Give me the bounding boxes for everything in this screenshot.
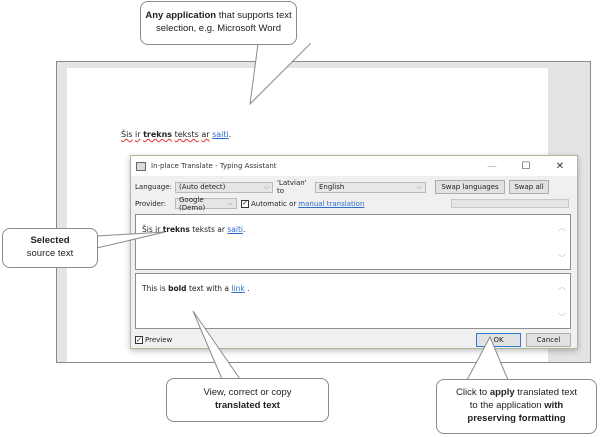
close-button[interactable]: ✕ [555, 160, 565, 172]
target-language-value: English [319, 183, 345, 191]
doc-word: ir [135, 130, 141, 139]
automatic-checkbox[interactable]: ✓ [241, 199, 249, 208]
source-language-value: (Auto detect) [179, 183, 226, 191]
translated-text: This is bold text with a link . [142, 284, 249, 293]
language-label: Language: [135, 183, 172, 191]
callout-text: that supports text [216, 10, 292, 22]
callout-text: Click to [456, 387, 490, 399]
provider-value: Google (Demo) [179, 195, 206, 212]
preview-checkbox[interactable]: ✓ [135, 335, 143, 344]
preview-label: Preview [145, 336, 173, 344]
translated-text-box[interactable]: This is bold text with a link . ︿ ﹀ [135, 273, 571, 329]
in-place-translate-dialog: In-place Translate - Typing Assistant — … [130, 155, 578, 349]
swap-languages-button[interactable]: Swap languages [435, 180, 505, 194]
callout-text: selection, e.g. Microsoft Word [156, 23, 281, 34]
callout-bold-text: Any application [145, 10, 217, 22]
minimize-button[interactable]: — [487, 160, 497, 172]
doc-period: . [228, 130, 232, 139]
callout-bold-text: apply [489, 387, 515, 399]
callout-bold-text: translated text [215, 400, 280, 411]
translated-text-plain: text with a [186, 284, 232, 293]
callout-bold-text: with [544, 400, 564, 412]
translated-text-bold: bold [168, 284, 187, 293]
doc-bold-word: trekns [143, 130, 173, 139]
source-text-plain: Šis ir [142, 225, 163, 234]
ok-button[interactable]: OK [476, 333, 521, 347]
manual-translation-link[interactable]: manual translation [298, 199, 365, 208]
doc-word: Šis [121, 130, 133, 139]
provider-label: Provider: [135, 199, 167, 208]
cancel-button[interactable]: Cancel [526, 333, 571, 347]
callout-bold-text: preserving formatting [467, 412, 566, 424]
automatic-label: Automatic or [251, 199, 297, 208]
chevron-down-icon: ⌵ [416, 182, 422, 191]
callout-text: View, correct or copy [203, 387, 292, 399]
chevron-down-icon: ⌵ [227, 199, 233, 207]
dialog-titlebar[interactable]: In-place Translate - Typing Assistant — … [131, 156, 577, 176]
scroll-up-icon[interactable]: ︿ [558, 282, 566, 291]
swap-all-button[interactable]: Swap all [509, 180, 549, 194]
callout-bold-text: Selected [30, 235, 70, 247]
translated-text-plain: This is [142, 284, 169, 293]
source-language-select[interactable]: (Auto detect) ⌵ [175, 181, 273, 193]
callout-any-application: Any application that supports text selec… [140, 1, 297, 45]
callout-translated-text: View, correct or copy translated text [166, 378, 329, 422]
callout-text: to the application [469, 400, 545, 412]
source-text-plain: teksts ar [189, 225, 228, 234]
doc-word: teksts [174, 130, 199, 139]
doc-word: ar [201, 130, 210, 139]
callout-apply-translation: Click to apply translated text to the ap… [436, 379, 597, 434]
callout-text: translated text [514, 387, 577, 399]
callout-text: source text [26, 248, 74, 259]
chevron-down-icon: ⌵ [263, 182, 269, 191]
callout-selected-source: Selected source text [2, 228, 98, 268]
document-text[interactable]: Šis ir trekns teksts ar saiti. [121, 130, 231, 139]
source-text-end: . [242, 225, 246, 234]
detected-language-label: 'Latvian' to [277, 179, 307, 195]
source-text-link[interactable]: saiti [227, 225, 243, 234]
translation-progress-bar [451, 199, 569, 208]
dialog-title: In-place Translate - Typing Assistant [151, 162, 277, 170]
maximize-button[interactable]: ☐ [521, 160, 531, 172]
source-text: Šis ir trekns teksts ar saiti. [142, 225, 245, 234]
translated-text-end: . [244, 284, 250, 293]
source-text-bold: trekns [162, 225, 190, 234]
target-language-select[interactable]: English ⌵ [315, 181, 426, 193]
provider-select[interactable]: Google (Demo) ⌵ [175, 195, 237, 212]
source-text-box[interactable]: Šis ir trekns teksts ar saiti. ︿ ﹀ [135, 214, 571, 270]
scroll-down-icon[interactable]: ﹀ [558, 313, 566, 322]
scroll-up-icon[interactable]: ︿ [558, 223, 566, 232]
scroll-down-icon[interactable]: ﹀ [558, 254, 566, 263]
app-icon [136, 161, 146, 171]
doc-link[interactable]: saiti [212, 130, 229, 139]
translated-text-link[interactable]: link [231, 284, 245, 293]
